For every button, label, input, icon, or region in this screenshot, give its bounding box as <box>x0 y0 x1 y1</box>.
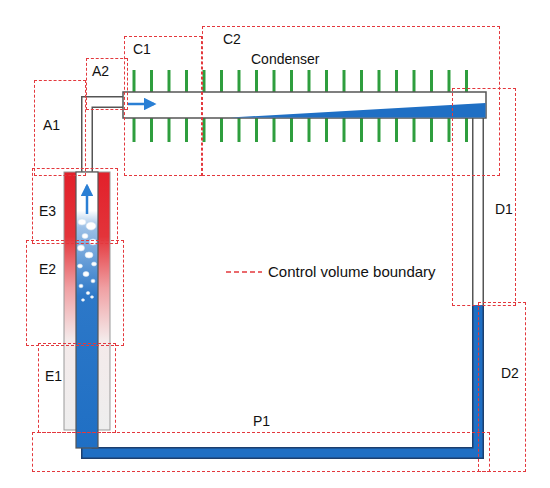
liquid-line <box>87 305 478 453</box>
control-volume-label: A1 <box>43 117 60 134</box>
evaporator-tube <box>76 172 98 448</box>
vapour-bubbles <box>78 219 97 301</box>
control-volume-box: E3 <box>32 168 118 244</box>
control-volume-label: C2 <box>223 31 241 48</box>
control-volume-box: E1 <box>38 343 116 433</box>
control-volume-label: A2 <box>92 63 109 80</box>
flow-arrow <box>128 103 154 106</box>
flow-arrow <box>86 186 89 214</box>
condenser-tube <box>123 92 486 118</box>
control-volume-box: A1 <box>34 80 86 176</box>
riser-pipe <box>87 102 125 174</box>
control-volume-box: D1 <box>452 88 516 306</box>
control-volume-label: E2 <box>39 261 56 278</box>
liquid-line-inner <box>87 305 478 453</box>
control-volume-box: E2 <box>26 240 124 346</box>
control-volume-box: D2 <box>478 302 526 472</box>
riser-pipe-inner <box>87 102 125 174</box>
condensate-film <box>230 103 486 118</box>
component-label: Condenser <box>251 51 320 68</box>
legend-swatch <box>226 267 262 277</box>
control-volume-label: D1 <box>495 201 513 218</box>
legend-entry: Control volume boundary <box>226 263 436 281</box>
control-volume-label: E1 <box>45 368 62 385</box>
control-volume-box: C2Condenser <box>202 26 500 176</box>
control-volume-box: P1 <box>32 432 490 472</box>
control-volume-label: P1 <box>253 413 270 430</box>
control-volume-box: C1 <box>124 36 202 176</box>
downcomer-pipe <box>472 116 484 306</box>
control-volume-label: D2 <box>501 365 519 382</box>
downcomer-pipe-inner <box>474 116 483 306</box>
control-volume-label: C1 <box>133 41 151 58</box>
control-volume-box: A2 <box>86 58 128 110</box>
legend-text: Control volume boundary <box>268 263 436 281</box>
control-volume-label: E3 <box>39 203 56 220</box>
